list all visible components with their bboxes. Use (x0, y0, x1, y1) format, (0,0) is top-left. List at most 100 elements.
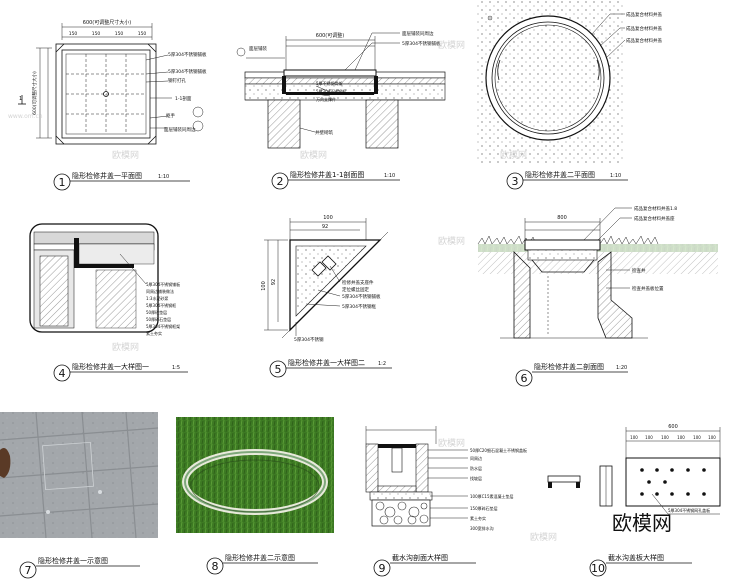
p4-note-3: 1:3水泥砂浆 (146, 295, 168, 301)
p1-dim-sub-4: 150 (138, 31, 147, 37)
p6-dim-top: 800 (557, 215, 567, 221)
p1-note-4: 1-1剖面 (175, 95, 192, 102)
p10-dim-sub-4: 100 (677, 435, 685, 440)
p1-note-3: 钢钉打孔 (168, 77, 186, 84)
p1-dim-top: 600(可调整尺寸大小) (83, 19, 131, 26)
panel-8-title: 隐形检修井盖二示意图 (225, 553, 295, 562)
p10-dim-sub-6: 100 (708, 435, 716, 440)
panel-9-number: 9 (379, 562, 386, 575)
p4-note-6: 50厚碎石垫层 (146, 316, 171, 322)
panel-2-section-view: 面层铺装 600(可调整) 面层铺装同周边 5厚304不锈钢铺板 5厚不锈钢骨架… (236, 30, 446, 190)
panel-8-number: 8 (212, 560, 219, 573)
p9-note-6: 150厚碎石垫层 (470, 505, 498, 511)
p2-dim-top: 600(可调整) (316, 32, 344, 39)
p9-note-1: 50厚C20细石混凝土不锈钢盖板 (470, 447, 527, 453)
panel-6-scale: 1:20 (616, 365, 627, 371)
panel-6-title: 隐形检修井盖二剖面图 (534, 362, 604, 371)
p2-note-bottom: 井壁砌筑 (315, 129, 333, 136)
watermark-small-1: 欧模网 (438, 39, 465, 51)
p4-note-8: 素土夯实 (146, 330, 162, 336)
watermark-small-4: 欧模网 (500, 149, 527, 161)
panel-4-title: 隐形检修井盖一大样图一 (72, 362, 149, 371)
panel-1-plan-view: 600(可调整尺寸大小) 150 150 150 150 600(可调整尺寸大小… (18, 19, 207, 191)
p9-note-2: 同周边 (470, 455, 482, 461)
p5-dim-top-inner: 92 (322, 224, 328, 230)
p2-note-left: 面层铺装 (249, 45, 267, 52)
p4-note-4: 5厚304不锈钢框 (146, 302, 176, 308)
panel-5-detail-two: 100 92 100 92 检修井盖支座件 定位螺丝固定 5厚304不锈钢铺板 … (261, 215, 392, 378)
panel-3-circular-plan: 成品复合材料井盖 成品复合材料井盖 成品复合材料井盖 3 隐形检修井盖二平面图 … (475, 0, 662, 190)
p10-dim-sub-2: 100 (645, 435, 653, 440)
p5-note-3: 5厚304不锈钢铺板 (342, 293, 381, 300)
panel-1-title: 隐形检修井盖一平面图 (72, 171, 142, 180)
panel-8-photo-grass-ring: 8 隐形检修井盖二示意图 (176, 417, 334, 575)
p1-note-1: 5厚304不锈钢铺板 (168, 51, 207, 58)
panel-5-title: 隐形检修井盖一大样图二 (288, 358, 365, 367)
watermark-url: www.om.cn (8, 113, 43, 120)
p2-note-right-2: 5厚304不锈钢框 (316, 88, 346, 94)
p2-note-right-1: 5厚不锈钢骨架 (316, 80, 343, 86)
panel-7-number: 7 (25, 564, 32, 577)
p10-dim-top: 600 (668, 424, 678, 430)
p1-note-5: 抠手 (166, 112, 175, 119)
p9-note-7: 素土夯实 (470, 515, 486, 521)
panel-4-scale: 1:5 (172, 365, 180, 371)
brand-watermark: 欧模网 (612, 511, 672, 535)
p4-note-7: 5厚304不锈钢框架 (146, 323, 180, 329)
p1-dim-sub-2: 150 (92, 31, 101, 37)
panel-10-drain-cover: 600 100 100 100 100 100 100 5厚304不锈钢网孔盖板… (547, 424, 721, 577)
p2-note-right-3: 万向支撑件 (316, 96, 336, 102)
panel-1-number: 1 (59, 176, 66, 189)
p5-dim-top-outer: 100 (323, 215, 333, 221)
p6-note-mid-2: 检查井盖板位置 (632, 285, 664, 292)
p6-note-top-2: 成品复合材料井盖座 (634, 215, 675, 222)
panel-6-number: 6 (521, 372, 528, 385)
panel-10-number: 10 (591, 562, 605, 575)
p10-dim-sub-5: 100 (693, 435, 701, 440)
p1-dim-left: 600(可调整尺寸大小) (31, 71, 38, 115)
panel-7-title: 隐形检修井盖一示意图 (38, 556, 108, 565)
panel-10-title: 截水沟盖板大样图 (608, 553, 664, 562)
p4-note-5: 50厚砼垫层 (146, 309, 167, 315)
p9-note-3: 防水层 (470, 465, 482, 471)
watermark-layer: 欧模网 欧模网 欧模网 欧模网 欧模网 欧模网 欧模网 欧模网 www.om.c… (8, 39, 557, 543)
watermark-small-7: 欧模网 (438, 437, 465, 449)
panel-1-scale: 1:10 (158, 174, 169, 180)
p6-note-mid-1: 检查井 (632, 267, 646, 274)
panel-9-drain-section: 50厚C20细石混凝土不锈钢盖板 同周边 防水层 找坡层 100厚C15素混凝土… (365, 426, 527, 577)
p1-note-6: 面层铺装同周边 (164, 126, 196, 133)
panel-4-number: 4 (59, 367, 66, 380)
panel-5-number: 5 (275, 363, 282, 376)
panel-6-section-two: 800 成品复合材料井盖1.8 成品复合材料井盖座 检查井 检查井盖板位置 6 … (477, 205, 718, 387)
p3-note-2: 成品复合材料井盖 (626, 25, 662, 32)
p9-note-4: 找坡层 (470, 475, 482, 481)
panel-3-title: 隐形检修井盖二平面图 (525, 170, 595, 179)
watermark-small-6: 欧模网 (112, 341, 139, 353)
p6-note-top-1: 成品复合材料井盖1.8 (634, 205, 677, 212)
p2-note-top-2: 5厚304不锈钢铺板 (402, 40, 441, 47)
p5-dim-left-outer: 100 (261, 281, 267, 291)
panel-3-number: 3 (512, 175, 519, 188)
panel-2-number: 2 (277, 175, 284, 188)
p10-dim-sub-1: 100 (630, 435, 638, 440)
p9-note-5: 100厚C15素混凝土垫层 (470, 493, 514, 499)
watermark-small-8: 欧模网 (530, 531, 557, 543)
panel-2-title: 隐形检修井盖1-1剖面图 (290, 170, 364, 179)
p5-note-4: 5厚304不锈钢框 (342, 303, 376, 310)
p5-dim-left-inner: 92 (271, 279, 277, 285)
panel-7-photo-paving: 7 隐形检修井盖一示意图 (0, 411, 159, 579)
watermark-small-2: 欧模网 (112, 149, 139, 161)
p3-note-3: 成品复合材料井盖 (626, 37, 662, 44)
p5-note-1: 检修井盖支座件 (342, 279, 374, 286)
p9-note-8: 300宽排水沟 (470, 525, 494, 531)
p4-note-1: 5厚304不锈钢铺板 (146, 281, 180, 287)
p1-dim-sub-3: 150 (115, 31, 124, 37)
p5-note-2: 定位螺丝固定 (342, 286, 369, 293)
p10-dim-sub-3: 100 (661, 435, 669, 440)
p5-note-bottom: 5厚304不锈钢 (294, 336, 324, 343)
panel-5-scale: 1:2 (378, 361, 386, 367)
p10-note: 5厚304不锈钢网孔盖板 (668, 507, 710, 513)
p4-note-2: 同周边铺装做法 (146, 288, 174, 294)
p1-note-2: 5厚304不锈钢铺板 (168, 68, 207, 75)
